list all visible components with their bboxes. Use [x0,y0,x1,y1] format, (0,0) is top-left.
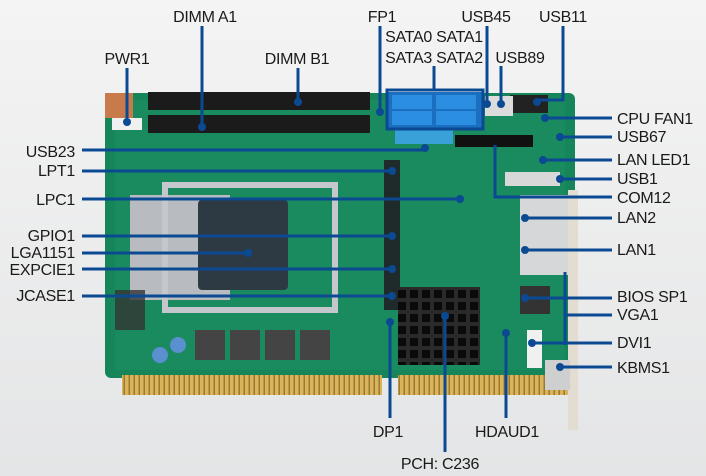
label-lan-led1: LAN LED1 [617,152,691,169]
label-kbms1: KBMS1 [617,360,670,377]
label-expcie1: EXPCIE1 [10,262,76,279]
label-usb45: USB45 [461,9,511,26]
label-jcase1: JCASE1 [16,288,75,305]
label-gpio1: GPIO1 [28,228,76,245]
usb11-port [510,95,548,113]
label-lan2: LAN2 [617,210,656,227]
pch-heatsink [398,287,480,365]
label-com12: COM12 [617,190,671,207]
usb23-header [395,128,453,144]
edge-connector-b [398,375,570,395]
labels: DIMM A1 PWR1 DIMM B1 FP1 SATA0 SATA1 SAT… [10,9,694,473]
label-usb11: USB11 [539,9,587,26]
label-hdaud1: HDAUD1 [475,424,539,441]
label-lpt1: LPT1 [38,163,75,180]
label-fp1: FP1 [368,9,397,26]
label-usb1: USB1 [617,171,658,188]
io-bracket [568,190,578,430]
label-lga1151: LGA1151 [11,245,76,262]
label-pwr1: PWR1 [104,51,149,68]
label-dimm-a1: DIMM A1 [173,9,237,26]
label-cpu-fan1: CPU FAN1 [617,111,693,128]
label-dimm-b1: DIMM B1 [265,51,330,68]
edge-connector-a [122,375,382,395]
label-dp1: DP1 [373,424,404,441]
dimm-b1-slot [148,92,370,110]
cpu-socket [198,200,288,290]
label-vga1: VGA1 [617,307,659,324]
label-sata3-sata2: SATA3 SATA2 [385,50,483,67]
power-pad [105,93,133,118]
label-lpc1: LPC1 [36,192,75,209]
label-usb67: USB67 [617,129,667,146]
usb1-port [505,172,560,186]
lan-ports [520,195,575,275]
leader-lines [82,26,612,452]
com12-header [455,135,533,147]
label-usb89: USB89 [495,50,545,67]
dvi-connector [527,330,542,368]
label-bios-sp1: BIOS SP1 [617,289,688,306]
label-lan1: LAN1 [617,242,656,259]
socket-load-plate [162,182,338,313]
label-dvi1: DVI1 [617,335,652,352]
dimm-a1-slot [148,115,370,133]
label-sata0-sata1: SATA0 SATA1 [385,29,483,46]
label-usb23: USB23 [26,144,76,161]
label-pch-c236: PCH: C236 [401,456,480,473]
